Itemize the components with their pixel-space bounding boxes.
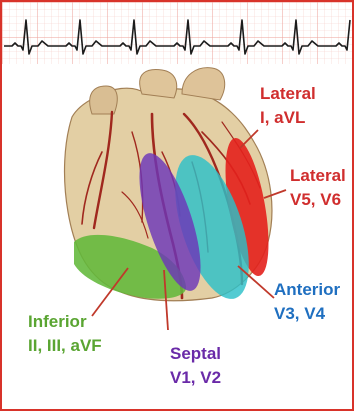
inferior-leads: II, III, aVF [28, 334, 102, 358]
lateral-low-leads: V5, V6 [290, 188, 346, 212]
inferior-label: Inferior II, III, aVF [28, 310, 102, 358]
anterior-name: Anterior [274, 278, 340, 302]
anterior-label: Anterior V3, V4 [274, 278, 340, 326]
vena-cava [90, 86, 118, 114]
lateral-high-name: Lateral [260, 82, 316, 106]
lateral-low-name: Lateral [290, 164, 346, 188]
ecg-grid [2, 2, 352, 64]
septal-leads: V1, V2 [170, 366, 221, 390]
ecg-strip [2, 2, 352, 64]
lateral-high-label: Lateral I, aVL [260, 82, 316, 130]
septal-label: Septal V1, V2 [170, 342, 221, 390]
septal-name: Septal [170, 342, 221, 366]
anterior-leads: V3, V4 [274, 302, 340, 326]
lateral-low-label: Lateral V5, V6 [290, 164, 346, 212]
lateral-high-leads: I, aVL [260, 106, 316, 130]
pulmonary-trunk [182, 68, 225, 100]
aorta [140, 70, 177, 98]
inferior-name: Inferior [28, 310, 102, 334]
